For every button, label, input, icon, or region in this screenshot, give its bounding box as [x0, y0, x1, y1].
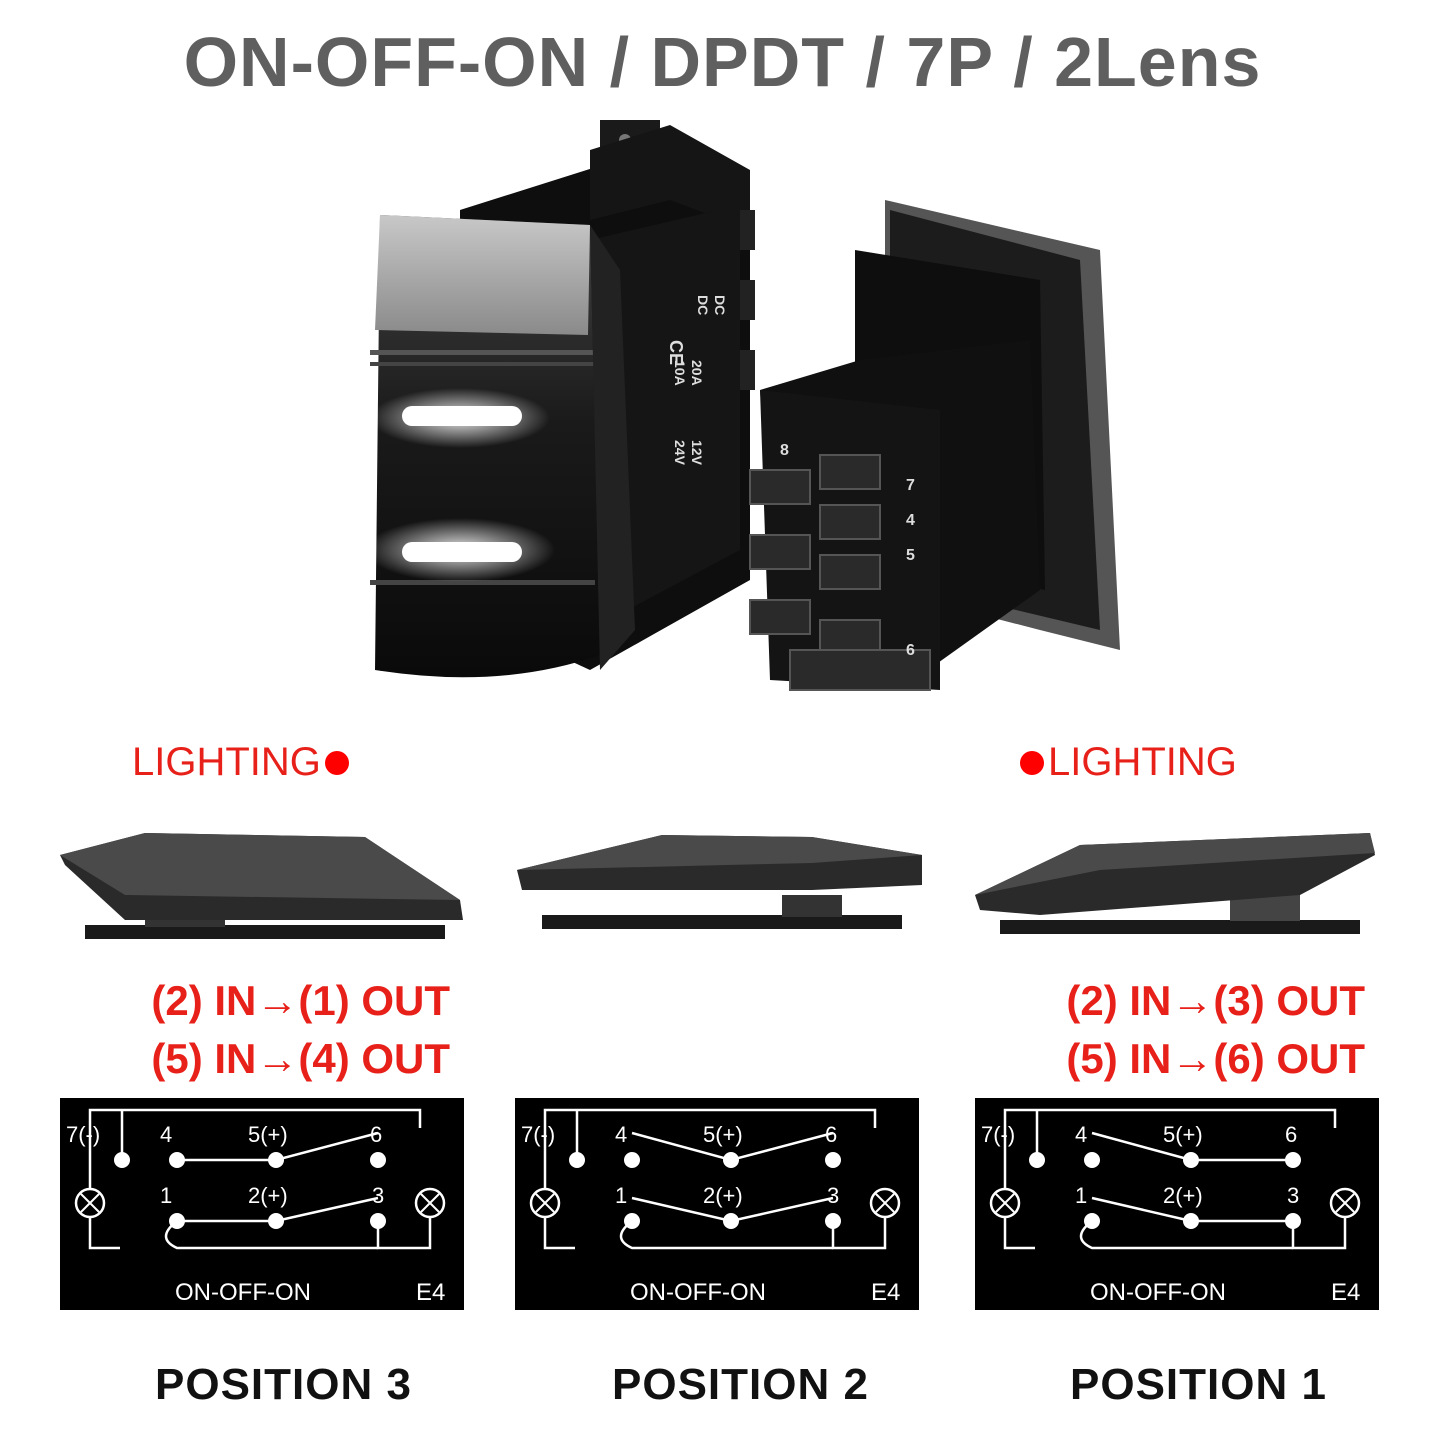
rating-10a: 10A [672, 360, 688, 386]
upper-lens-light [402, 406, 522, 426]
rating-dc-2: DC [695, 295, 711, 315]
terminal-5: 5(+) [1163, 1122, 1203, 1147]
terminal-5: 5(+) [248, 1122, 288, 1147]
terminal-label-5: 5 [906, 547, 915, 564]
terminal-label-8: 8 [780, 442, 789, 459]
rating-24v: 24V [672, 440, 688, 466]
connection-line: (5) IN→(4) OUT [151, 1035, 450, 1082]
rating-12v: 12V [689, 440, 705, 466]
position-1-label: POSITION 1 [1070, 1360, 1327, 1409]
connection-line: (2) IN→(3) OUT [1066, 977, 1365, 1024]
rocker-side-view-position-2 [517, 835, 922, 929]
wiring-diagram-position-2: 7(-) 4 5(+) 6 1 2(+) 3 ON-OFF-ON E4 [515, 1098, 919, 1310]
terminal-6: 6 [370, 1122, 382, 1147]
terminal-label-4: 4 [906, 512, 915, 529]
position-2-label: POSITION 2 [612, 1360, 869, 1409]
red-dot-icon [1020, 750, 1044, 775]
terminal-6: 6 [1285, 1122, 1297, 1147]
red-dot-icon [324, 750, 349, 775]
terminal-label-6: 6 [906, 642, 915, 659]
wiring-diagram-position-3: 7(-) 4 5(+) 6 1 2(+) 3 ON-OFF-ON E4 [60, 1098, 464, 1310]
terminal-1: 1 [160, 1183, 172, 1208]
lower-lens-light [402, 542, 522, 562]
switch-code: E4 [1331, 1279, 1360, 1306]
switch-code: E4 [871, 1279, 900, 1306]
connection-line: (5) IN→(6) OUT [1066, 1035, 1365, 1082]
connections-position-1: (2) IN→(3) OUT (5) IN→(6) OUT [1035, 972, 1365, 1088]
ce-mark: CE [666, 340, 686, 365]
terminal-2: 2(+) [248, 1183, 288, 1208]
connections-position-3: (2) IN→(1) OUT (5) IN→(4) OUT [120, 972, 450, 1088]
switch-code: E4 [416, 1279, 445, 1306]
switch-mode-label: ON-OFF-ON [1090, 1279, 1226, 1306]
terminal-3: 3 [372, 1183, 384, 1208]
terminal-ground: 7(-) [521, 1122, 555, 1147]
terminal-6: 6 [825, 1122, 837, 1147]
lighting-left-label: LIGHTING [132, 740, 321, 784]
rating-20a: 20A [689, 360, 705, 386]
terminal-3: 3 [1287, 1183, 1299, 1208]
rocker-side-view-position-1 [975, 833, 1375, 934]
terminal-5: 5(+) [703, 1122, 743, 1147]
switch-product-photo: CE 12V 24V 20A 10A DC DC [365, 120, 1120, 691]
terminal-2: 2(+) [1163, 1183, 1203, 1208]
lighting-right-label: LIGHTING [1048, 740, 1237, 784]
lighting-indicator-right: LIGHTING [1020, 740, 1237, 785]
wiring-diagram-position-1: 7(-) 4 5(+) 6 1 2(+) 3 ON-OFF-ON E4 [975, 1098, 1379, 1310]
terminal-2: 2(+) [703, 1183, 743, 1208]
front-switch: CE 12V 24V 20A 10A DC DC [365, 120, 755, 678]
switch-mode-label: ON-OFF-ON [630, 1279, 766, 1306]
rating-dc-1: DC [712, 295, 728, 315]
terminal-4: 4 [160, 1122, 172, 1147]
switch-mode-label: ON-OFF-ON [175, 1279, 311, 1306]
terminal-3: 3 [827, 1183, 839, 1208]
position-3-label: POSITION 3 [155, 1360, 412, 1409]
terminal-label-7: 7 [906, 477, 915, 494]
page-title: ON-OFF-ON / DPDT / 7P / 2Lens [183, 23, 1262, 101]
terminal-1: 1 [615, 1183, 627, 1208]
rocker-side-view-position-3 [60, 833, 463, 939]
terminal-4: 4 [615, 1122, 627, 1147]
lighting-indicator-left: LIGHTING [132, 740, 349, 785]
terminal-1: 1 [1075, 1183, 1087, 1208]
terminal-4: 4 [1075, 1122, 1087, 1147]
terminal-ground: 7(-) [981, 1122, 1015, 1147]
rear-switch: 8 7 4 5 6 [749, 200, 1120, 691]
terminal-ground: 7(-) [66, 1122, 100, 1147]
connection-line: (2) IN→(1) OUT [151, 977, 450, 1024]
